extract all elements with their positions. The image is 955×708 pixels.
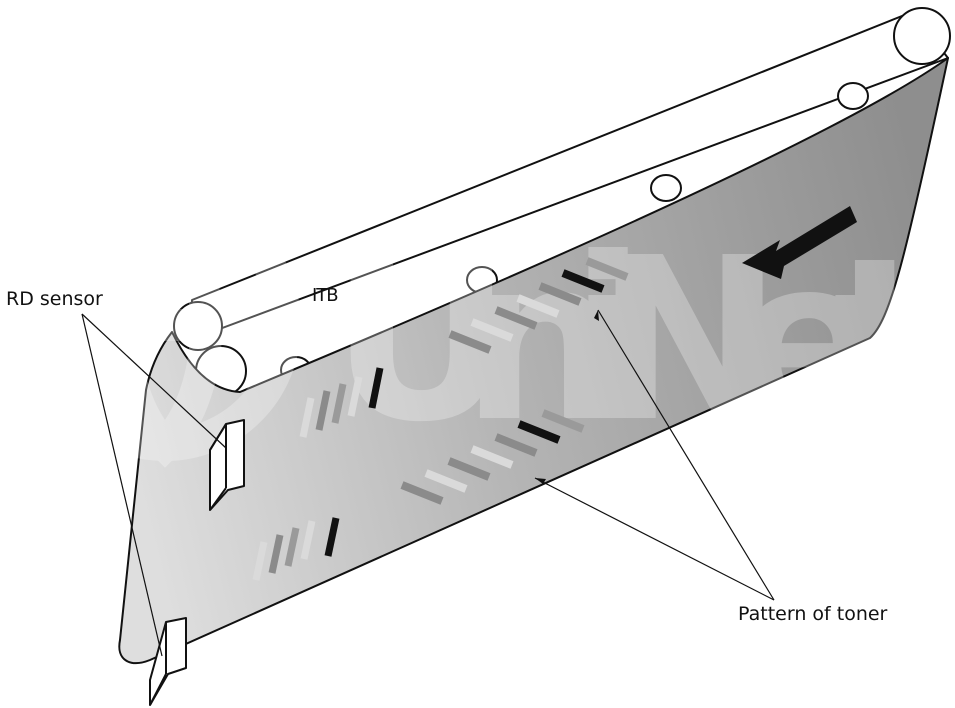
pattern-of-toner-label: Pattern of toner xyxy=(738,603,888,625)
roller xyxy=(650,174,682,202)
toner-bar xyxy=(315,390,331,431)
toner-patch xyxy=(538,282,582,306)
toner-patch xyxy=(470,445,514,469)
toner-patch xyxy=(561,269,605,293)
rd-sensor-lower xyxy=(149,617,187,706)
leader-rd-lower xyxy=(81,313,163,657)
toner-bar xyxy=(299,397,315,438)
toner-bar xyxy=(252,541,268,581)
tension-roller xyxy=(893,7,951,65)
toner-patch xyxy=(400,481,444,505)
toner-patch xyxy=(517,420,561,444)
itb-label: ITB xyxy=(312,285,339,306)
arrowhead xyxy=(535,478,546,484)
toner-pattern-upper-bars xyxy=(299,367,384,438)
belt-front-face xyxy=(118,57,949,665)
toner-patch xyxy=(585,257,629,281)
toner-patch xyxy=(424,469,468,493)
toner-pattern-lower-bars xyxy=(252,517,340,581)
toner-bar xyxy=(284,527,300,567)
toner-pattern-upper-row xyxy=(448,257,629,354)
toner-patch xyxy=(494,433,538,457)
toner-patch xyxy=(447,457,491,481)
toner-bar xyxy=(268,534,284,574)
leader-pattern-lower xyxy=(534,477,775,601)
toner-bar xyxy=(300,520,316,560)
toner-patch xyxy=(541,409,585,433)
toner-bar xyxy=(347,376,363,417)
arrowhead xyxy=(594,310,599,321)
watermark-text: UniNet xyxy=(330,210,940,472)
toner-bar xyxy=(324,517,340,557)
toner-patch xyxy=(448,330,492,354)
leader-lines xyxy=(81,309,775,657)
toner-patch xyxy=(516,294,560,318)
leader-pattern-upper xyxy=(597,309,775,601)
roller xyxy=(837,82,869,110)
uninet-watermark: UniNet xyxy=(29,189,940,472)
toner-pattern-lower-row xyxy=(400,409,585,505)
toner-patch xyxy=(470,318,514,342)
rd-sensor-label: RD sensor xyxy=(6,288,103,310)
toner-bar xyxy=(368,367,384,409)
leader-arrowheads xyxy=(535,310,599,484)
belt-direction-arrow-icon xyxy=(742,206,857,279)
toner-bar xyxy=(331,383,347,424)
rd-sensor-upper xyxy=(209,419,245,511)
toner-patch xyxy=(494,306,538,330)
leader-rd-upper xyxy=(81,313,227,449)
drive-roller xyxy=(173,301,223,351)
